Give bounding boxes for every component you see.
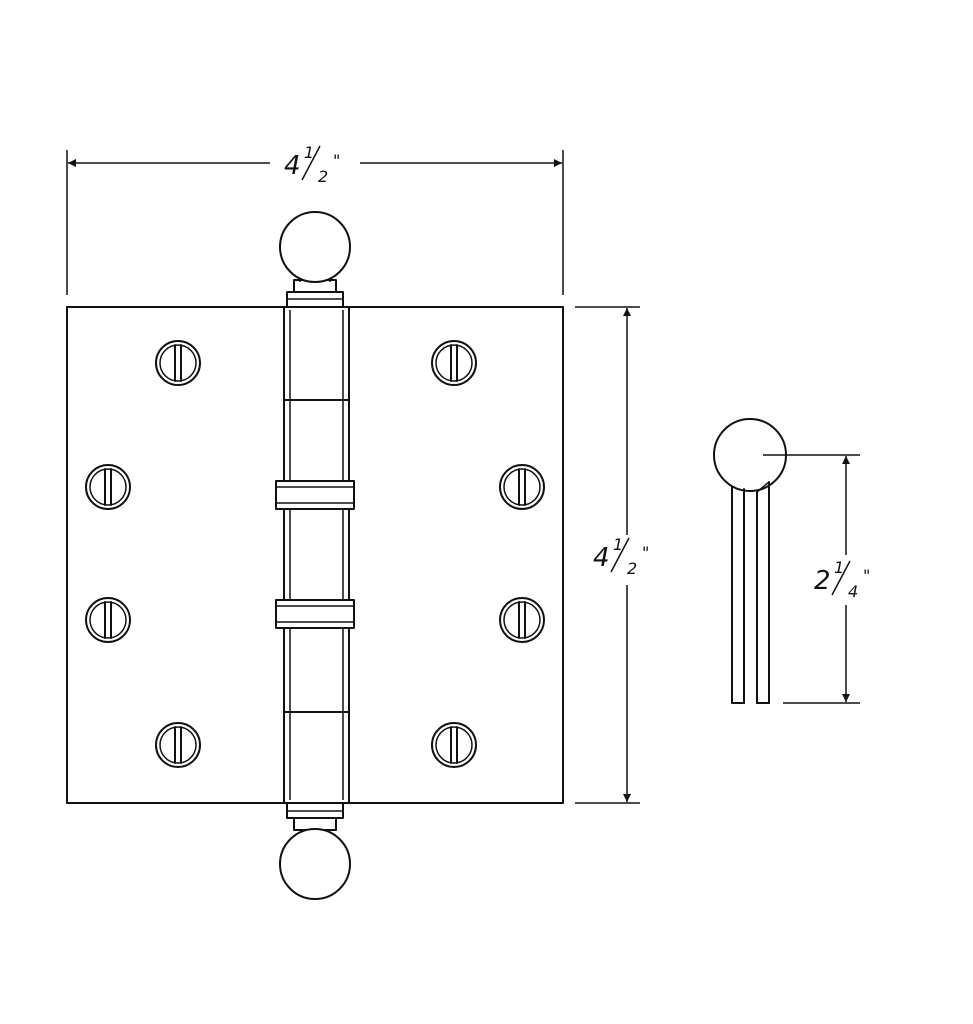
- screw-hole: [499, 597, 545, 643]
- right-screws: [431, 340, 545, 768]
- screw-hole: [155, 340, 201, 386]
- leaf-unit: ": [863, 566, 870, 585]
- ball-bearing-ring-upper: [275, 480, 355, 510]
- top-collar: [286, 279, 344, 308]
- width-numerator: 1: [304, 143, 314, 162]
- screw-hole: [431, 340, 477, 386]
- screw-hole: [155, 722, 201, 768]
- hinge-barrel: [275, 211, 355, 900]
- screw-hole: [85, 464, 131, 510]
- bottom-collar: [286, 802, 344, 831]
- height-unit: ": [642, 543, 649, 562]
- leaf-denominator: 4: [848, 582, 858, 601]
- leaf-numerator: 1: [834, 558, 844, 577]
- width-dimension: 4 1 2 ": [66, 143, 564, 295]
- height-whole: 4: [593, 543, 610, 573]
- side-view: [713, 418, 787, 704]
- width-whole: 4: [284, 151, 301, 181]
- screw-hole: [499, 464, 545, 510]
- leaf-whole: 2: [814, 566, 831, 596]
- height-dimension: 4 1 2 ": [575, 306, 649, 804]
- screw-hole: [431, 722, 477, 768]
- width-unit: ": [333, 151, 340, 170]
- height-denominator: 2: [627, 559, 637, 578]
- bottom-ball-finial: [279, 828, 351, 900]
- height-numerator: 1: [613, 535, 623, 554]
- left-screws: [85, 340, 201, 768]
- leaf-dimension: 2 1 4 ": [763, 454, 870, 704]
- ball-bearing-ring-lower: [275, 599, 355, 629]
- screw-hole: [85, 597, 131, 643]
- top-ball-finial: [279, 211, 351, 283]
- width-denominator: 2: [318, 167, 328, 186]
